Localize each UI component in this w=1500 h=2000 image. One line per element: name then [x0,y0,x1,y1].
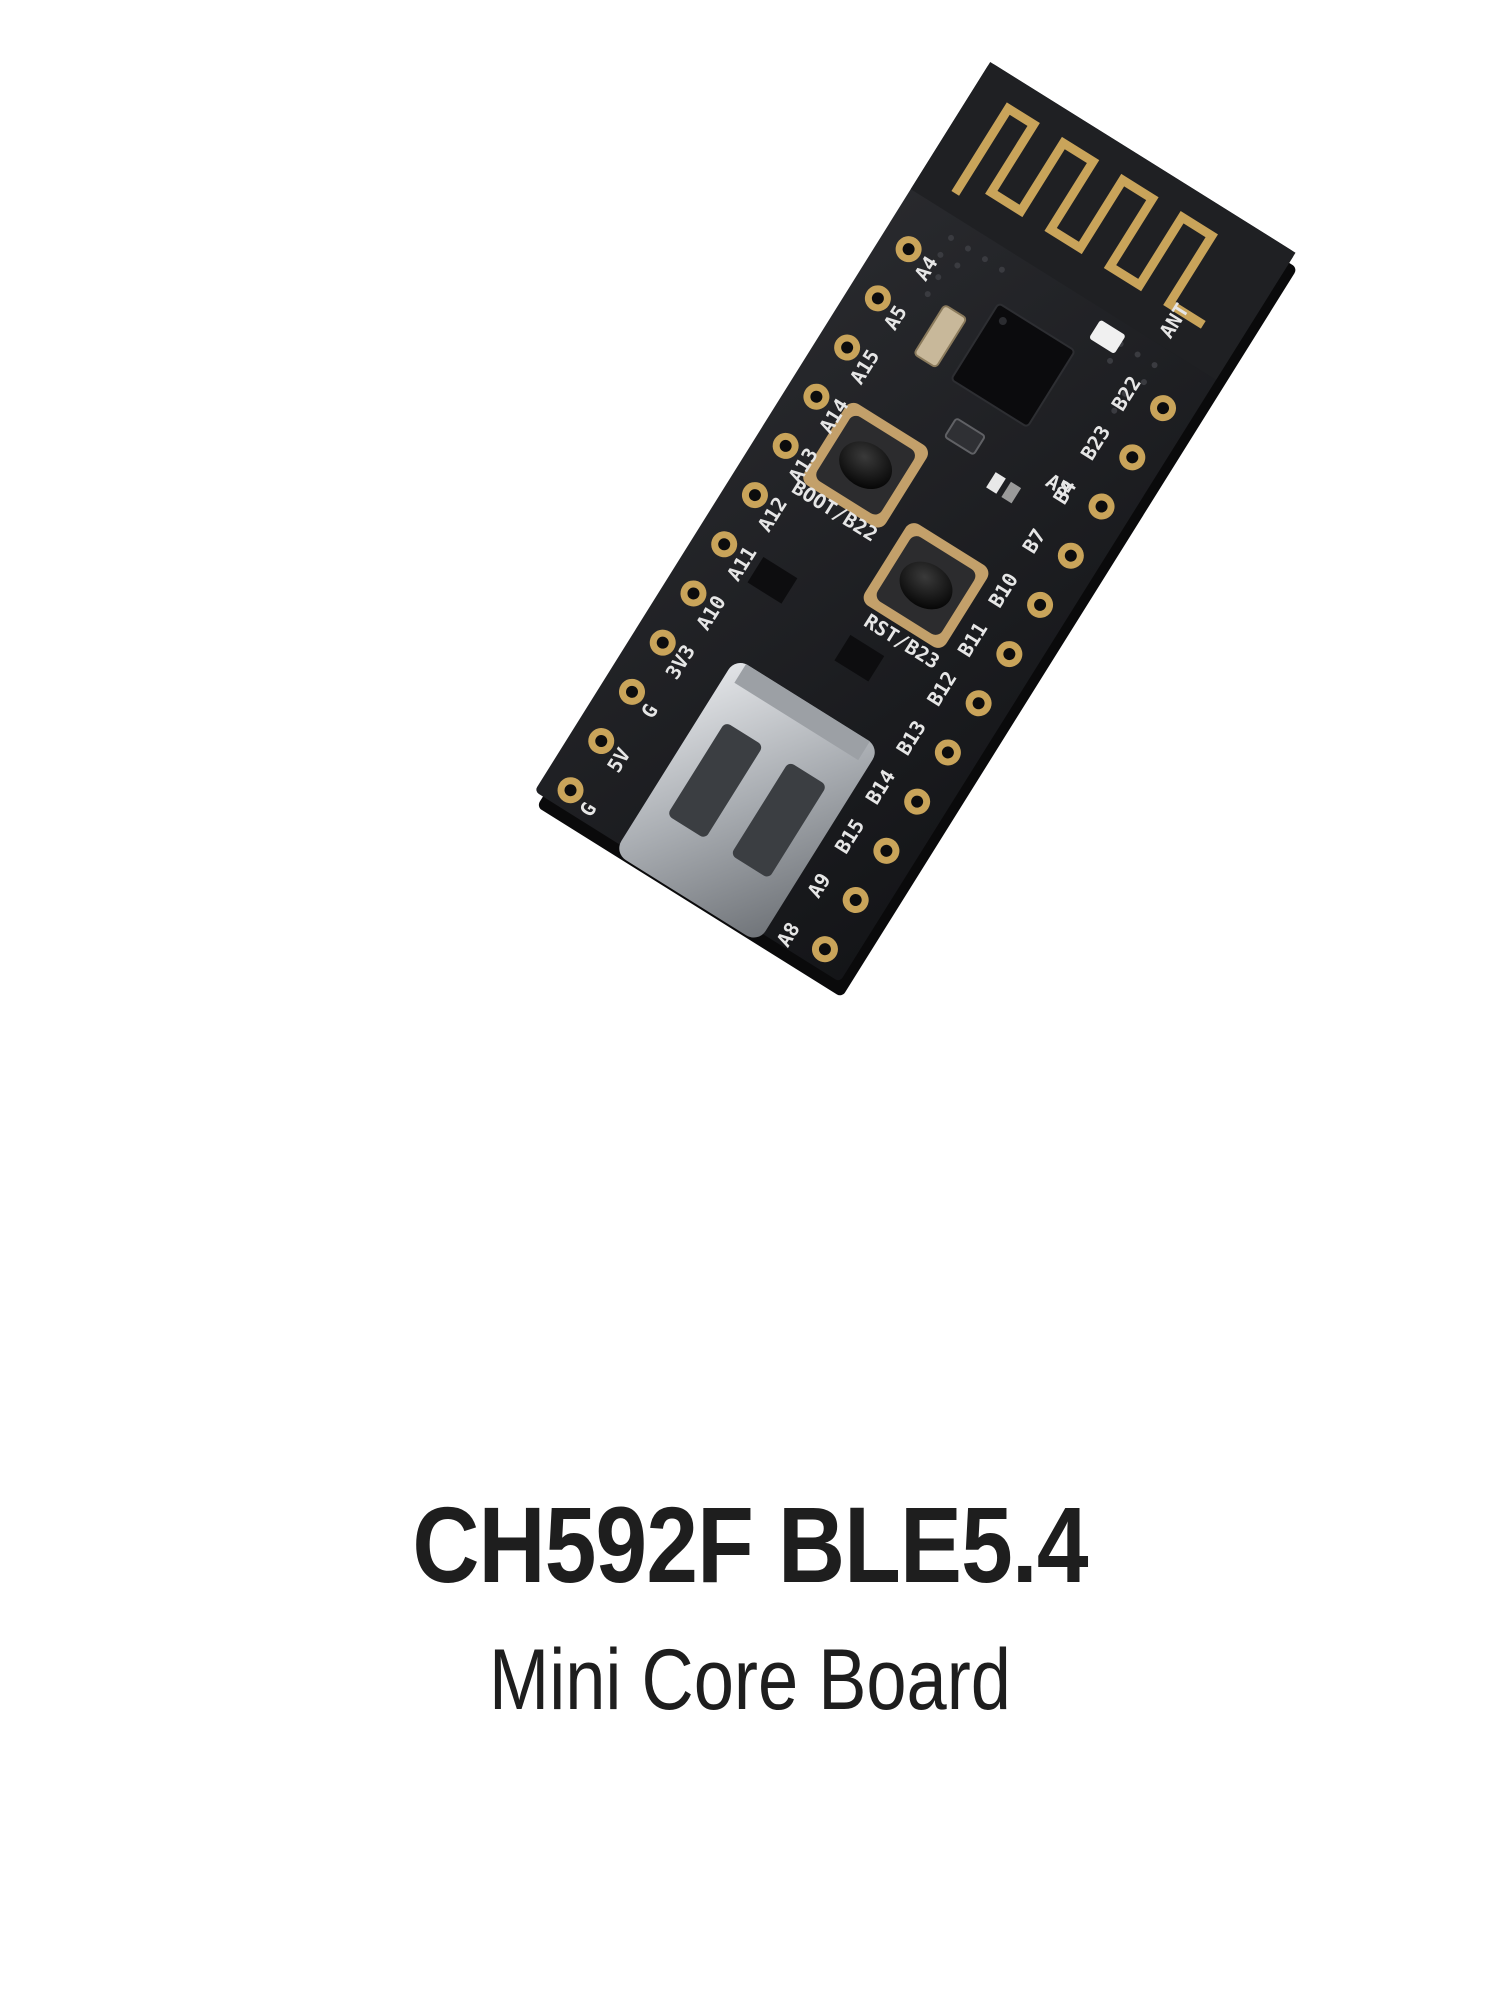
reset-button [863,523,989,648]
product-subtitle: Mini Core Board [489,1632,1011,1728]
right-pin-hole [1126,451,1139,464]
right-pin-hole [1003,648,1016,661]
product-photo: ANT BOOT/B22 RST/B23 A8 [536,61,1296,996]
right-pin-hole [818,943,831,956]
usb-c-port [619,662,875,938]
left-pin-hole [656,636,669,649]
mcu-chip [951,303,1075,427]
right-pin-hole [972,697,985,710]
passive-component [1089,320,1125,353]
regulator [834,634,885,682]
right-pin-hole [911,795,924,808]
boot-button [803,402,928,528]
left-pin-hole [625,685,638,698]
crystal [914,305,967,368]
left-pin-hole [718,538,731,551]
trace-antenna [951,102,1218,329]
left-pin-hole [564,784,577,797]
left-pin-hole [595,735,608,748]
resistor [1001,481,1022,504]
dev-board: ANT BOOT/B22 RST/B23 A8 [536,61,1296,996]
inductor [944,418,986,455]
left-pin-hole [902,243,915,256]
right-pin-hole [880,844,893,857]
caption: CH592F BLE5.4 Mini Core Board [0,1470,1500,1740]
left-pin-hole [841,341,854,354]
left-pin-hole [810,390,823,403]
right-pin-hole [1034,598,1047,611]
left-pin-hole [779,439,792,452]
left-pin-hole [871,292,884,305]
antenna-area: ANT [910,61,1296,380]
right-pin-hole [1064,549,1077,562]
right-pin-hole [849,894,862,907]
regulator [747,556,798,604]
left-pin-hole [687,587,700,600]
left-pin-hole [748,489,761,502]
product-title: CH592F BLE5.4 [412,1484,1088,1605]
led [986,472,1006,494]
right-pin-hole [1095,500,1108,513]
right-pin-hole [1157,402,1170,415]
right-pin-hole [941,746,954,759]
